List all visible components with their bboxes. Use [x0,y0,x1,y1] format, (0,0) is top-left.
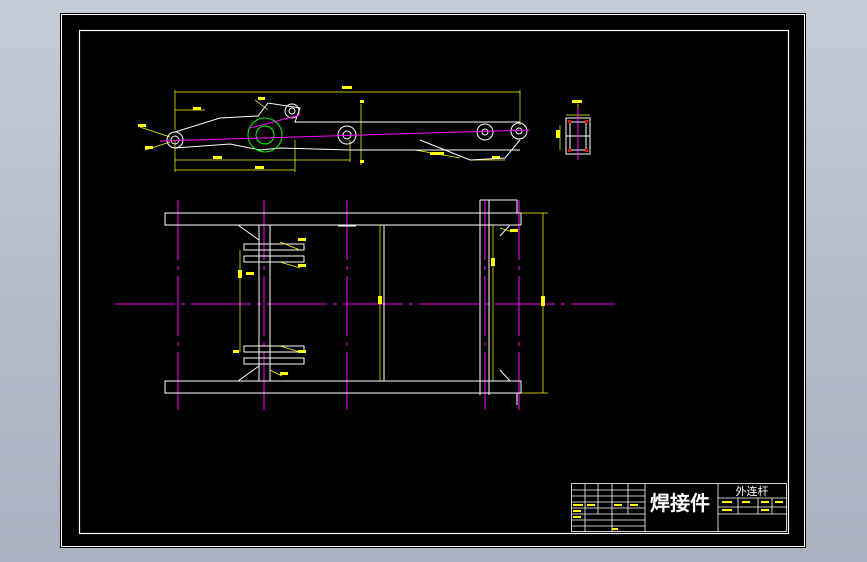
link-centerline [159,114,531,142]
sheet-inner-frame [78,29,790,535]
side-detail [556,100,591,160]
dimension-text-marks [138,86,500,169]
title-block: 焊接件 外连杆 [571,483,787,532]
title-category: 焊接件 [650,491,710,515]
frame-outline [164,199,522,405]
title-part-name: 外连杆 [736,484,769,498]
overall-length-dimension [139,90,521,172]
front-view-frame [115,199,615,410]
drawing-sheet [60,13,806,548]
top-view-linkage [138,86,531,172]
sheet-outer-border [61,14,805,547]
frame-centerlines [115,200,615,410]
bearing-hidden-circle [247,117,283,153]
frame-dimension-marks [233,229,545,375]
